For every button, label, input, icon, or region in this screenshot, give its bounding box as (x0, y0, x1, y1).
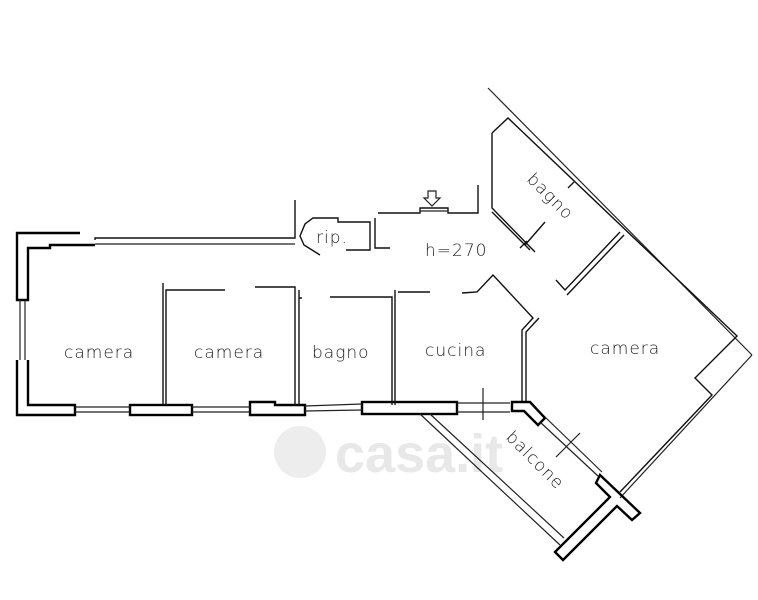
interior-walls (162, 273, 540, 405)
right-wing-walls (487, 87, 753, 499)
outer-walls (15, 185, 510, 420)
room-label-camera-3: camera (590, 339, 660, 359)
room-label-cucina: cucina (425, 341, 486, 361)
ripostiglio-walls (299, 217, 390, 256)
room-label-bagno-2: bagno (522, 169, 577, 224)
svg-text:casa.it: casa.it (335, 424, 503, 484)
balcone-walls (419, 400, 642, 562)
room-label-camera-2: camera (194, 343, 264, 363)
room-label-balcone: balcone (501, 427, 567, 493)
room-label-bagno-1: bagno (312, 343, 370, 363)
room-label-camera-1: camera (64, 343, 134, 363)
room-label-ripostiglio: rip. (316, 228, 348, 248)
ceiling-height-label: h=270 (425, 241, 487, 261)
entrance-arrow-icon (422, 190, 442, 207)
watermark: casa.it (274, 424, 503, 484)
